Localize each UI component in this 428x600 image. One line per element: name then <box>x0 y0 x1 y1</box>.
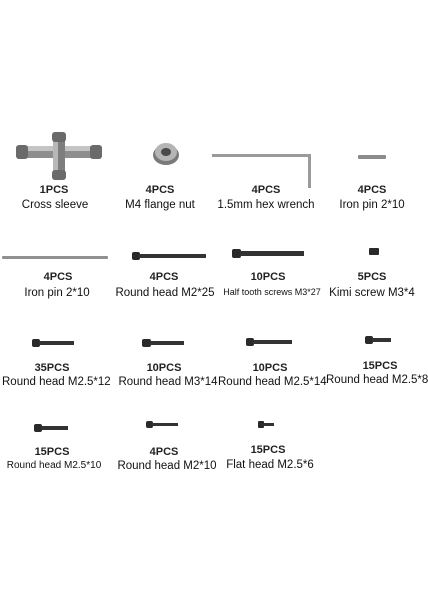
screw-icon <box>142 339 184 347</box>
item-13-name: Round head M2.5*10 <box>6 460 102 471</box>
item-10-name: Round head M3*14 <box>118 376 218 388</box>
item-15-quantity: 15PCS <box>250 444 286 456</box>
item-4-quantity: 4PCS <box>357 184 387 196</box>
screw-icon <box>365 336 391 344</box>
item-6-name: Round head M2*25 <box>115 287 215 299</box>
item-12-quantity: 15PCS <box>362 360 398 372</box>
item-2-quantity: 4PCS <box>145 184 175 196</box>
screw-icon <box>258 421 274 428</box>
item-8-name: Kimi screw M3*4 <box>329 287 415 299</box>
item-1-name: Cross sleeve <box>21 199 89 211</box>
screw-icon <box>34 424 68 432</box>
item-14-name: Round head M2*10 <box>117 460 217 472</box>
screw-icon <box>232 249 304 258</box>
item-5-name: Iron pin 2*10 <box>24 287 90 299</box>
item-14-quantity: 4PCS <box>149 446 179 458</box>
screw-icon <box>32 339 74 347</box>
item-8-quantity: 5PCS <box>357 271 387 283</box>
item-11-quantity: 10PCS <box>252 362 288 374</box>
set-screw-icon <box>369 248 379 255</box>
item-9-name: Round head M2.5*12 <box>2 376 111 388</box>
cross-wrench-icon <box>16 132 102 180</box>
screw-icon <box>132 252 206 260</box>
item-10-quantity: 10PCS <box>146 362 182 374</box>
screw-icon <box>246 338 292 346</box>
item-4-name: Iron pin 2*10 <box>339 199 405 211</box>
hex-wrench-icon <box>212 152 316 190</box>
item-2-name: M4 flange nut <box>125 199 195 211</box>
item-5-quantity: 4PCS <box>43 271 73 283</box>
item-12-name: Round head M2.5*8 <box>326 374 428 386</box>
long-pin-icon <box>2 255 108 260</box>
screw-icon <box>146 421 178 428</box>
item-11-name: Round head M2.5*14 <box>218 376 327 388</box>
item-9-quantity: 35PCS <box>34 362 70 374</box>
item-3-quantity: 4PCS <box>251 184 281 196</box>
item-15-name: Flat head M2.5*6 <box>226 459 314 471</box>
short-pin-icon <box>358 154 386 160</box>
item-6-quantity: 4PCS <box>149 271 179 283</box>
flange-nut-icon <box>152 140 180 166</box>
item-7-quantity: 10PCS <box>250 271 286 283</box>
item-1-quantity: 1PCS <box>39 184 69 196</box>
item-13-quantity: 15PCS <box>34 446 70 458</box>
item-7-name: Half tooth screws M3*27 <box>223 287 321 297</box>
item-3-name: 1.5mm hex wrench <box>217 199 315 211</box>
